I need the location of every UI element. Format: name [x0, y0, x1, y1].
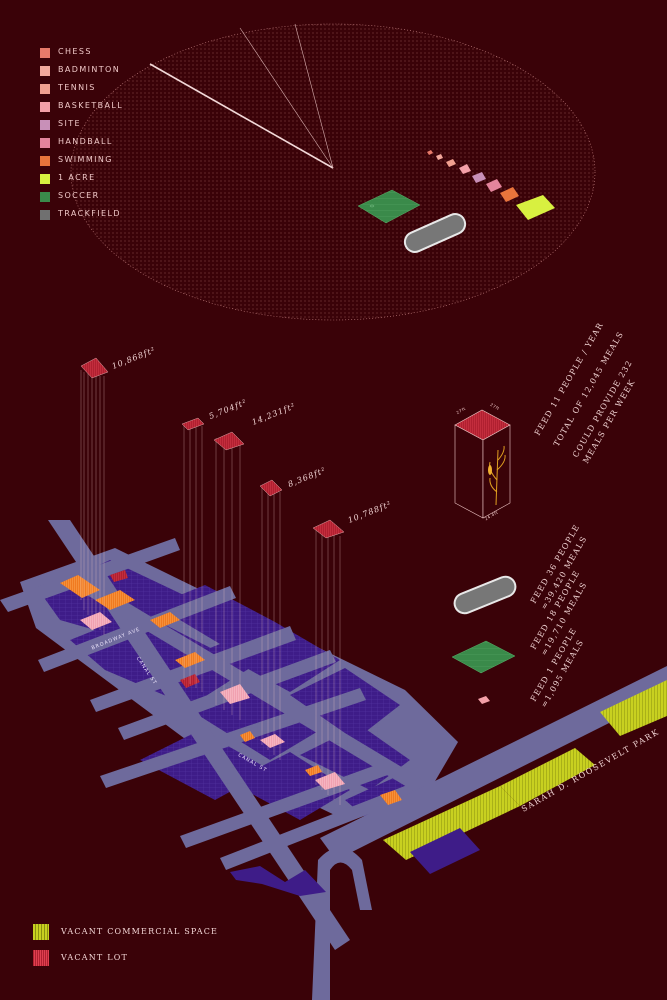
legend-swatch — [40, 192, 50, 202]
vacant-lot-swatch — [33, 950, 49, 966]
neighborhood-map — [0, 520, 667, 1000]
legend-label: TENNIS — [58, 83, 96, 92]
track-icon — [453, 575, 517, 615]
legend-swatch — [40, 174, 50, 184]
comparison-ellipse — [70, 23, 596, 321]
size-swatches — [357, 150, 555, 253]
legend-swatch — [40, 66, 50, 76]
legend-label: BASKETBALL — [58, 101, 124, 110]
legend-swatch — [40, 156, 50, 166]
extrusion-tops — [80, 357, 345, 539]
soccer-icon — [451, 640, 516, 674]
legend-label: CHESS — [58, 47, 92, 56]
commercial-swatch — [33, 924, 49, 940]
legend-label: VACANT LOT — [61, 953, 128, 962]
legend-swatch — [40, 48, 50, 58]
legend-label: BADMINTON — [58, 65, 121, 74]
legend-label: VACANT COMMERCIAL SPACE — [61, 927, 219, 936]
legend-swatch — [40, 120, 50, 130]
legend-label: SITE — [58, 119, 81, 128]
legend-label: SOCCER — [58, 191, 100, 200]
extrusion-lines — [80, 370, 341, 805]
crop-tower — [454, 409, 511, 519]
legend-label: SWIMMING — [58, 155, 113, 164]
small-swatch-icon — [478, 696, 490, 704]
legend-label: HANDBALL — [58, 137, 113, 146]
legend-label: 1 ACRE — [58, 173, 96, 182]
legend-swatch — [40, 138, 50, 148]
legend-swatch — [40, 102, 50, 112]
legend-label: TRACKFIELD — [58, 209, 121, 218]
legend-swatch — [40, 210, 50, 220]
legend-swatch — [40, 84, 50, 94]
